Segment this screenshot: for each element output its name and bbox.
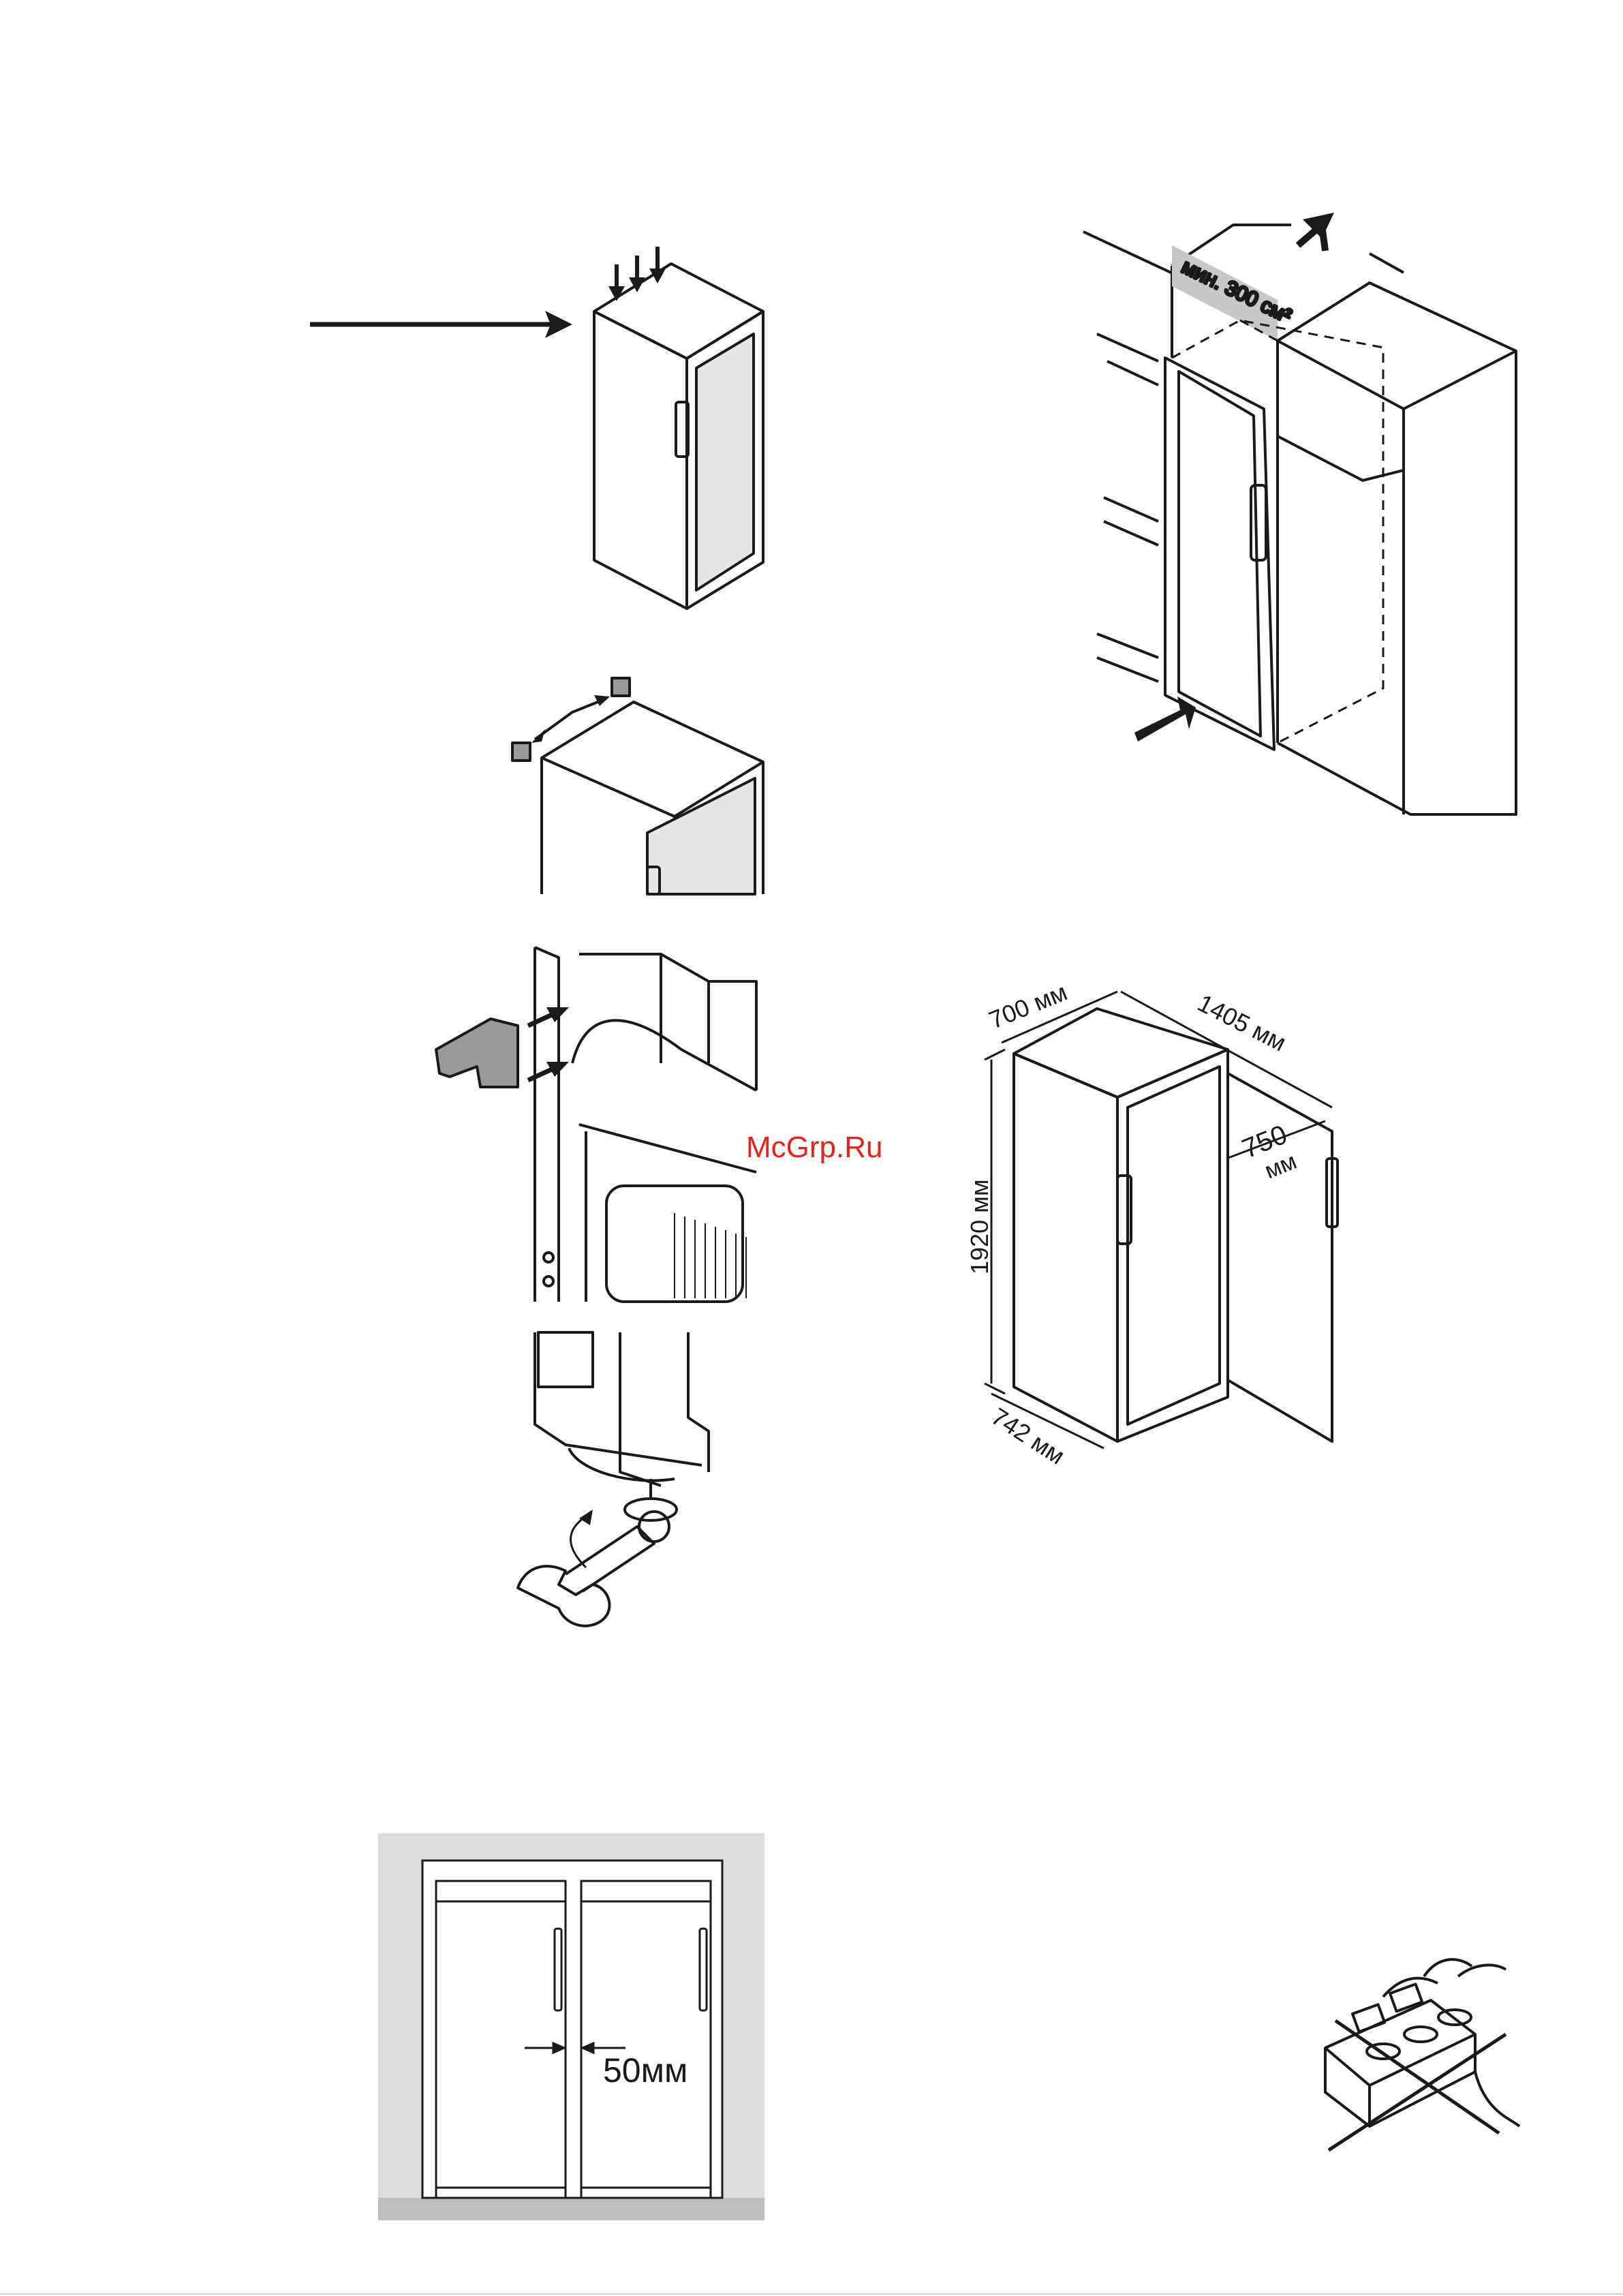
figure-spacer-detail — [436, 947, 756, 1302]
spanner-icon — [518, 1527, 654, 1626]
figure-wall-spacers — [512, 678, 763, 894]
glass-door-panel — [696, 334, 754, 590]
door-handle — [1251, 485, 1266, 560]
spacer-right — [612, 678, 630, 696]
height-1920-label: 1920 мм — [965, 1179, 993, 1274]
glass-door-panel — [1128, 1067, 1220, 1424]
condenser-grille — [675, 1213, 746, 1298]
width-1405-label: 1405 мм — [1193, 989, 1290, 1057]
spacer-left — [512, 743, 530, 761]
cabinet-side — [1117, 1050, 1228, 1441]
cabinet-front — [594, 311, 687, 609]
double-arrow — [535, 699, 606, 739]
appliance-left — [436, 1881, 566, 2198]
cabinet-front — [1014, 1054, 1117, 1441]
appliance-right — [581, 1881, 711, 2198]
figure-no-multi-socket — [1325, 1959, 1519, 2150]
cabinet-top — [1014, 1009, 1228, 1097]
cross-line-2 — [1329, 2034, 1506, 2150]
figure-levelling-feet — [518, 1332, 709, 1626]
figure-ventilation-top — [310, 247, 763, 609]
handle-right — [700, 1929, 707, 2010]
dimension-lines — [985, 992, 1332, 1448]
figure-built-in-clearance: мин. 300 см² — [1083, 213, 1516, 814]
handle-left — [555, 1929, 561, 2010]
watermark-text: McGrp.Ru — [746, 1131, 882, 1164]
depth-700-label: 700 мм — [985, 978, 1071, 1035]
push-arrow — [1134, 697, 1196, 741]
floor-strip — [378, 2198, 764, 2220]
gap-50-label: 50мм — [603, 2051, 687, 2090]
spacer-piece — [436, 1019, 518, 1087]
figure-side-by-side-gap: 50мм — [378, 1833, 764, 2220]
foot — [625, 1499, 677, 1520]
rotate-arrow — [571, 1516, 587, 1567]
glass-door-panel — [647, 778, 755, 894]
figure-dimensions: 700 мм 1405 мм 750 мм 1920 мм 742 мм — [965, 978, 1338, 1470]
